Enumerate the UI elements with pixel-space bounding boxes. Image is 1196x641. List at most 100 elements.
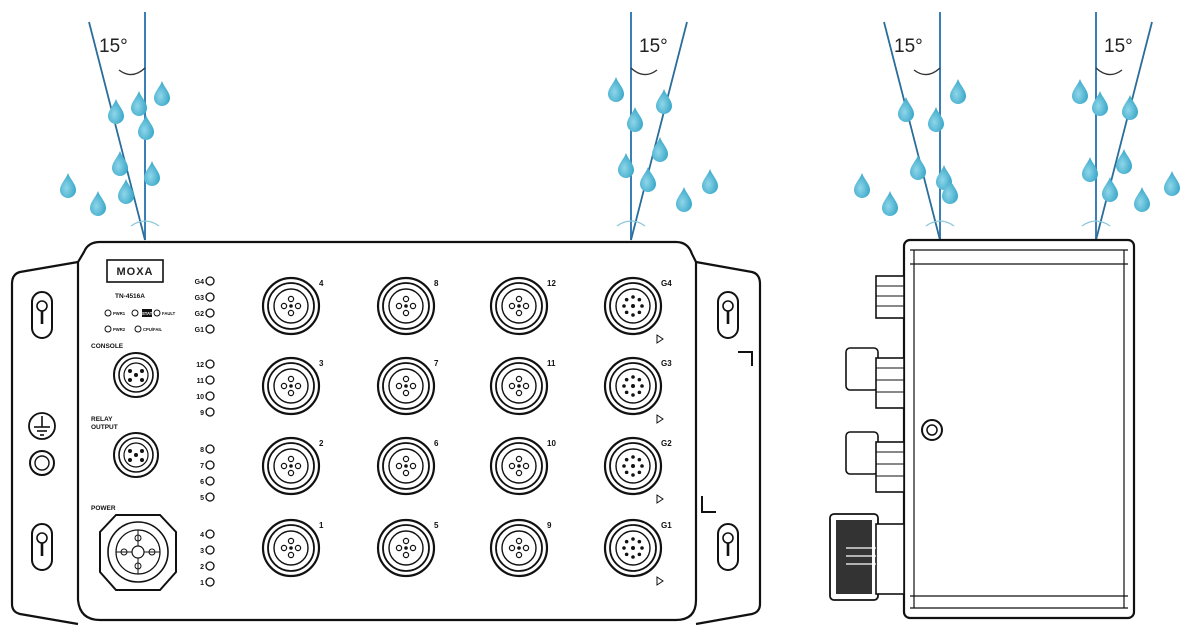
led-indicator [205,391,215,401]
right-top-keyhole-icon [717,291,739,339]
front-view: MOXA TN-4516A PWR1 STATE FAULT PWR2 CPU/… [10,240,762,626]
water-drop-icon [898,97,914,122]
port-number-label: 2 [319,439,324,448]
power-connector [99,514,177,591]
led-indicator [205,529,215,539]
angle-label: 15° [99,36,128,57]
water-drop-icon [60,173,76,198]
water-drop-icon [882,191,898,216]
gigabit-port-connector: G3 [603,356,672,424]
led-label: 10 [196,394,204,401]
led-indicator [205,375,215,385]
port-number-label: 9 [547,521,552,530]
ethernet-port-connector: 6 [376,436,439,496]
led-indicator [205,476,215,486]
moxa-logo [106,259,164,283]
rain-spray-group: 15° [608,12,718,241]
splash-mark [130,220,160,227]
port-number-label: 4 [319,279,324,288]
port-marker-icon [656,494,664,504]
port-led: 1 [200,577,215,587]
ethernet-port-connector: 4 [261,276,324,336]
port-number-label: G3 [661,359,672,368]
port-number-label: 10 [547,439,556,448]
water-drop-icon [108,99,124,124]
legend-pwr2: PWR2 [113,327,126,332]
ethernet-port-connector: 9 [489,518,552,578]
port-led: G3 [195,292,215,302]
ethernet-port-connector: 7 [376,356,439,416]
port-led: 6 [200,476,215,486]
rain-spray-group: 15° [854,12,966,241]
led-indicator [205,407,215,417]
port-led: 8 [200,444,215,454]
led-indicator [205,577,215,587]
splash-mark [925,220,955,227]
legend-state: STATE [142,311,155,316]
console-label: CONSOLE [91,343,124,350]
port-led: 12 [196,359,215,369]
gigabit-port-connector: G4 [603,276,672,344]
tilted-spray-line [883,21,941,241]
left-bottom-keyhole-icon [31,523,53,571]
led-label: 6 [200,479,204,486]
water-drop-icon [854,173,870,198]
right-bottom-keyhole-icon [717,523,739,571]
led-indicator [205,492,215,502]
gigabit-port-connector: G2 [603,436,672,504]
water-drop-icon [1116,149,1132,174]
port-number-label: 12 [547,279,556,288]
splash-mark [1081,220,1111,227]
relay-label-line1: RELAY [91,416,113,423]
tilted-spray-line [1095,21,1153,241]
port-number-label: G2 [661,439,672,448]
port-number-label: G1 [661,521,672,530]
ethernet-port-connector: 11 [489,356,556,416]
water-drop-icon [676,187,692,212]
water-drop-icon [112,151,128,176]
led-label: 5 [200,495,204,502]
ground-screw-icon [29,450,55,476]
water-drop-icon [1134,187,1150,212]
relay-output-connector [113,432,159,478]
water-drop-icon [1082,157,1098,182]
water-drop-icon [942,179,958,204]
angle-label: 15° [894,36,923,57]
port-led: G1 [195,324,215,334]
port-marker-icon [656,414,664,424]
led-indicator [205,359,215,369]
legend-cpu-fail: CPU/FAIL [143,327,163,332]
port-marker-icon [656,334,664,344]
ethernet-port-connector: 3 [261,356,324,416]
side-connector-relay [845,431,905,493]
water-drop-icon [652,137,668,162]
ethernet-port-connector: 10 [489,436,556,496]
led-indicator [205,460,215,470]
water-drop-icon [1092,91,1108,116]
led-label: 8 [200,447,204,454]
splash-mark [616,220,646,227]
rain-spray-layer: 15° 15° 15° 15° [60,12,1180,241]
side-housing [902,238,1136,620]
led-indicator [205,444,215,454]
water-drop-icon [618,153,634,178]
port-number-label: 3 [319,359,324,368]
led-indicator [205,308,215,318]
console-connector [113,352,159,398]
port-number-label: G4 [661,279,672,288]
water-drop-icon [608,77,624,102]
led-indicator [205,276,215,286]
led-label: 1 [200,580,204,587]
left-mounting-ear [10,260,79,626]
water-drop-icon [131,91,147,116]
port-led: 5 [200,492,215,502]
led-label: 7 [200,463,204,470]
led-label: 4 [200,532,204,539]
corner-mark-top [738,351,753,366]
rain-spray-group: 15° [1072,12,1180,241]
ethernet-port-connector: 5 [376,518,439,578]
legend-pwr1: PWR1 [113,311,126,316]
side-connector-top [875,275,905,319]
